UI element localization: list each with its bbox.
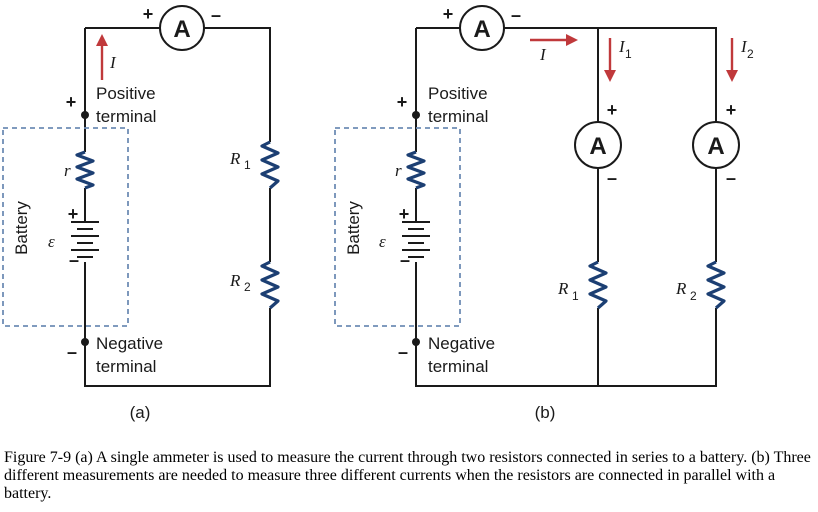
internal-resistance-label-b: r (395, 161, 402, 180)
positive-terminal-label-b: Positive (428, 84, 488, 103)
emf-label-b: ε (379, 232, 386, 251)
positive-sign-b: + (397, 92, 408, 112)
r2-label-b: R (675, 279, 687, 298)
emf-plus: + (68, 204, 79, 224)
negative-terminal-dot (81, 338, 89, 346)
r2-label: R (229, 271, 241, 290)
ammeter-branch-1-plus: + (607, 100, 618, 120)
negative-terminal-label-b-2: terminal (428, 357, 488, 376)
ammeter-branch-1 (574, 121, 622, 169)
resistor-r1 (260, 140, 280, 190)
emf-plus-b: + (399, 204, 410, 224)
positive-terminal-label: Positive (96, 84, 156, 103)
negative-sign: – (67, 342, 77, 362)
current-i2-arrowhead (726, 70, 738, 82)
resistor-r2 (260, 260, 280, 310)
resistor-r1-b (588, 260, 608, 310)
internal-resistance-label: r (64, 161, 71, 180)
ammeter-plus: + (143, 4, 154, 24)
current-arrowhead-b (566, 34, 578, 46)
resistor-r2-b (706, 260, 726, 310)
ammeter-minus: – (211, 5, 221, 25)
current-i2-subscript: 2 (747, 47, 754, 61)
ammeter-branch-2-plus: + (726, 100, 737, 120)
ammeter-main (459, 5, 505, 51)
current-label: I (109, 53, 117, 72)
current-i1-subscript: 1 (625, 47, 632, 61)
ammeter-letter: A (173, 16, 190, 43)
r1-label: R (229, 149, 241, 168)
internal-resistor-b (406, 150, 426, 190)
r1-label-b: R (557, 279, 569, 298)
positive-terminal-label-b-2: terminal (428, 107, 488, 126)
circuit-a: A + – I + Positive terminal Battery r + … (2, 4, 280, 422)
current-arrowhead (96, 34, 108, 46)
ammeter-main-plus: + (443, 4, 454, 24)
wire-a (84, 27, 271, 387)
ammeter-branch-1-minus: – (607, 168, 617, 188)
emf-minus: – (69, 250, 79, 270)
negative-terminal-label: Negative (96, 334, 163, 353)
r1-subscript-b: 1 (572, 289, 579, 303)
ammeter-branch-2 (692, 121, 740, 169)
wire-b (415, 27, 717, 387)
ammeter-branch-1-letter: A (589, 133, 606, 160)
negative-sign-b: – (398, 342, 408, 362)
circuit-figure: A + – I + Positive terminal Battery r + … (2, 4, 754, 422)
emf-minus-b: – (400, 250, 410, 270)
ammeter-main-letter: A (473, 16, 490, 43)
emf-label: ε (48, 232, 55, 251)
current-label-b: I (539, 45, 547, 64)
emf-source (71, 221, 99, 258)
negative-terminal-label-b: Negative (428, 334, 495, 353)
negative-terminal-label-2: terminal (96, 357, 156, 376)
current-i2-label: I (740, 37, 748, 56)
emf-source-b (402, 221, 430, 258)
panel-label-a: (a) (130, 403, 151, 422)
r2-subscript-b: 2 (690, 289, 697, 303)
circuit-b: A + – I I 1 I 2 A + – A + – + Positive t… (334, 4, 754, 422)
positive-terminal-dot-b (412, 111, 420, 119)
positive-sign: + (66, 92, 77, 112)
ammeter (159, 5, 205, 51)
r2-subscript: 2 (244, 280, 251, 294)
r1-subscript: 1 (244, 158, 251, 172)
ammeter-main-minus: – (511, 5, 521, 25)
positive-terminal-dot (81, 111, 89, 119)
current-i1-arrowhead (604, 70, 616, 82)
negative-terminal-dot-b (412, 338, 420, 346)
internal-resistor (75, 150, 95, 190)
ammeter-branch-2-letter: A (707, 133, 724, 160)
positive-terminal-label-2: terminal (96, 107, 156, 126)
ammeter-branch-2-minus: – (726, 168, 736, 188)
figure-caption: Figure 7-9 (a) A single ammeter is used … (4, 449, 811, 502)
panel-label-b: (b) (535, 403, 556, 422)
current-i1-label: I (618, 37, 626, 56)
battery-label: Battery (12, 201, 31, 255)
battery-label-b: Battery (344, 201, 363, 255)
